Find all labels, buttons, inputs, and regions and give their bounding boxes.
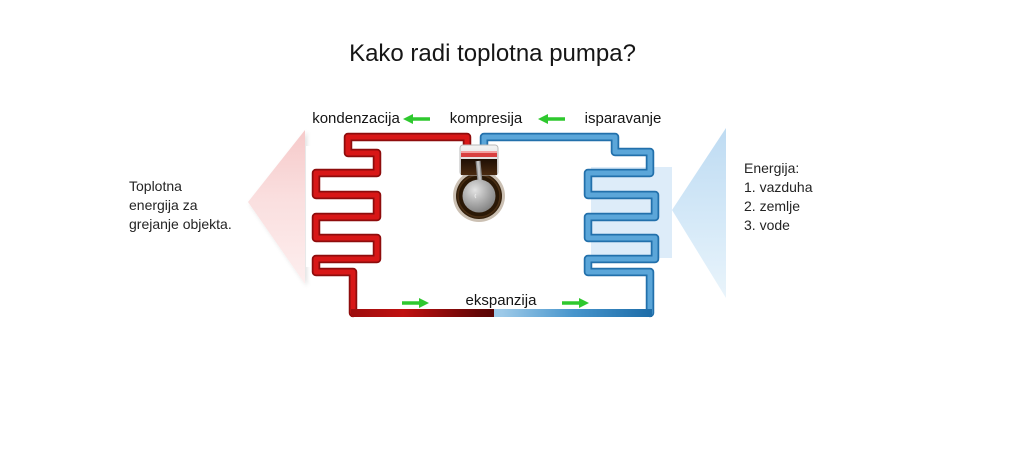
evaporator-coil [479,132,660,318]
condenser-backdrop [306,146,422,267]
energy-source-item: 3. vode [744,217,790,233]
label-condensation: kondenzacija [312,110,400,127]
compressor-icon [453,144,505,222]
energy-source-heading: Energija: [744,160,800,176]
heat-output-note-line: energija za [129,197,198,213]
flow-arrow-left-compression-icon [538,114,565,124]
energy-source-item: 2. zemlje [744,198,801,214]
heat-output-note-line: grejanje objekta. [129,216,232,232]
label-expansion: ekspanzija [465,292,537,309]
flow-arrow-right-expansion-left-icon [402,298,429,308]
energy-source-item: 1. vazduha [744,179,813,195]
heat-output-arrow [248,130,305,284]
energy-input-arrow [672,128,726,298]
heat-output-note: Toplotna energija za grejanje objekta. [129,177,232,234]
condenser-coil [311,132,502,318]
heat-output-note-line: Toplotna [129,178,182,194]
page-title: Kako radi toplotna pumpa? [349,40,636,67]
label-evaporation: isparavanje [584,110,662,127]
flow-arrows [402,114,589,308]
flow-arrow-right-expansion-right-icon [562,298,589,308]
energy-source-note: Energija: 1. vazduha 2. zemlje 3. vode [744,159,813,235]
evaporator-backdrop [591,167,672,258]
flow-arrow-left-condensation-icon [403,114,430,124]
label-compression: kompresija [449,110,523,127]
